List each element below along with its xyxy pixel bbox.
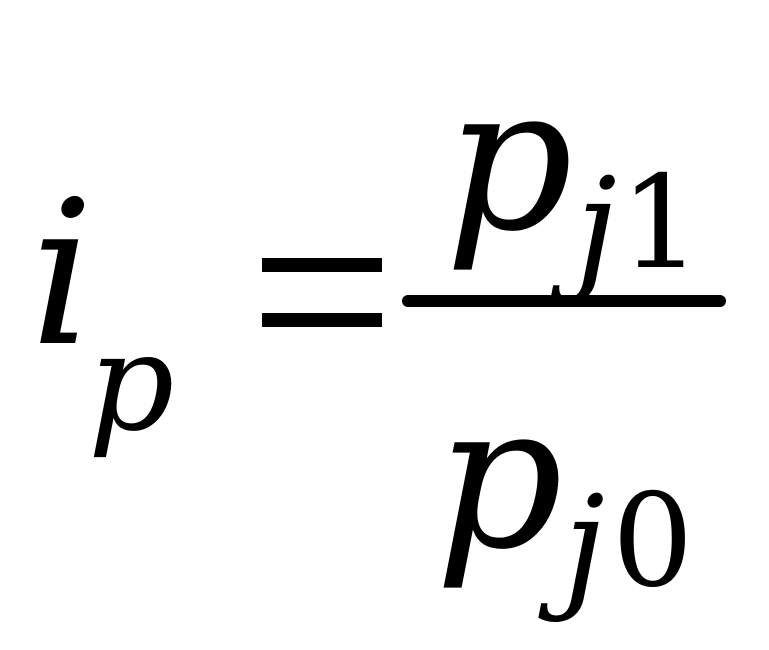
equals-bar-top: [262, 258, 382, 272]
lhs-subscript: p: [88, 304, 175, 461]
numerator-subscript-index: j: [575, 149, 617, 306]
denominator-subscript-digit: 0: [612, 467, 694, 616]
numerator-symbol: p: [445, 43, 574, 276]
lhs-symbol: i: [30, 158, 94, 391]
denominator-subscript-index: j: [563, 467, 605, 624]
denominator-symbol: p: [435, 361, 564, 594]
numerator-subscript-digit: 1: [620, 149, 702, 298]
equals-bar-bottom: [262, 313, 382, 327]
fraction-bar: [402, 295, 726, 307]
